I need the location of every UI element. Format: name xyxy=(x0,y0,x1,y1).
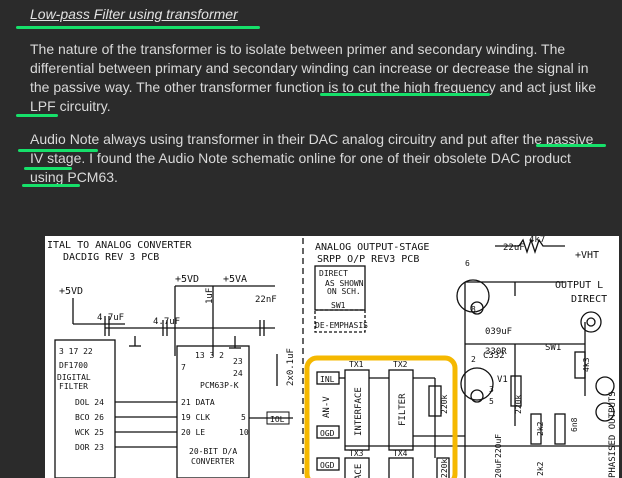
label-output-l: OUTPUT L xyxy=(555,280,603,291)
label-tx3: TX3 xyxy=(349,449,364,458)
label-digital: DIGITAL xyxy=(57,373,91,382)
label-df1700-pins: 3 17 22 xyxy=(59,347,93,356)
label-filter: FILTER xyxy=(398,393,408,426)
label-tx4: TX4 xyxy=(393,449,408,458)
section-heading: Low-pass Filter using transformer xyxy=(30,6,238,22)
label-emphasised-outputs: PHASISED OUTPUTS xyxy=(608,391,618,478)
label-20uf: 20uF xyxy=(494,459,503,478)
label-an-v: AN-V xyxy=(322,396,332,418)
label-5vd: +5VD xyxy=(59,286,83,297)
pin-dol: DOL 24 xyxy=(75,398,104,407)
pcm-pin-5: 5 xyxy=(241,413,246,422)
label-5vd-2: +5VD xyxy=(175,274,199,285)
iol-terminal xyxy=(266,411,290,425)
tube-pin-6: 6 xyxy=(465,259,470,268)
label-direct: DIRECT xyxy=(571,294,607,305)
schematic-image: ITAL TO ANALOG CONVERTER DACDIG REV 3 PC… xyxy=(45,236,619,478)
paragraph-transformer-nature: The nature of the transformer is to isol… xyxy=(30,41,597,114)
label-2k2-b: 2k2 xyxy=(536,461,545,476)
right-title-line2: SRPP O/P REV3 PCB xyxy=(317,254,419,265)
label-vht: +VHT xyxy=(575,250,599,261)
label-ogd: OGD xyxy=(320,429,335,438)
label-6n8: 6n8 xyxy=(570,417,579,432)
left-title-line2: DACDIG REV 3 PCB xyxy=(63,252,159,263)
label-4k3: 4k3 xyxy=(582,357,591,372)
label-ace: ACE xyxy=(354,464,364,478)
pcm-le: 20 LE xyxy=(181,428,205,437)
label-pcm63: PCM63P-K xyxy=(200,381,239,390)
label-tx2: TX2 xyxy=(393,360,408,369)
label-22uf: 22uF xyxy=(503,243,525,253)
label-5va: +5VA xyxy=(223,274,247,285)
pcm-desc-1: 20-BIT D/A xyxy=(189,447,237,456)
pin-dor: DOR 23 xyxy=(75,443,104,452)
tube-pin-8: 8 xyxy=(471,305,476,314)
label-iol: IOL xyxy=(270,415,285,424)
label-cap-47-1: 4.7uF xyxy=(97,313,124,323)
highlight-audio-note xyxy=(18,149,98,152)
right-title-line1: ANALOG OUTPUT-STAGE xyxy=(315,242,429,253)
label-tx1: TX1 xyxy=(349,360,364,369)
label-de-emphasis: DE-EMPHASIS xyxy=(315,321,368,330)
tube-pin-5: 5 xyxy=(489,397,494,406)
label-c332: C332 xyxy=(483,351,505,361)
label-cap-1uf: 1uF xyxy=(205,288,215,304)
pcm-pin-7: 7 xyxy=(181,363,186,372)
label-220k-b: 220k xyxy=(514,395,523,414)
pcm-pins: 13 3 2 xyxy=(195,351,224,360)
direct-box-3: ON SCH. xyxy=(327,287,361,296)
pcm-data: 21 DATA xyxy=(181,398,215,407)
label-v1: V1 xyxy=(497,375,508,385)
label-4k7: 4k7 xyxy=(529,236,545,245)
label-220uf: 220uF xyxy=(494,434,503,458)
label-330r: 330R xyxy=(485,347,507,357)
label-220k: 220k xyxy=(440,395,449,414)
highlight-passive-iv xyxy=(536,144,606,147)
pcm-pin-24: 24 xyxy=(233,369,243,378)
label-039uf: 039uF xyxy=(485,327,512,337)
highlight-stage xyxy=(24,167,72,170)
highlight-cut-high-frequency xyxy=(320,93,490,96)
label-cap-2x01: 2x0.1uF xyxy=(286,348,296,386)
label-cap-22nf: 22nF xyxy=(255,295,277,305)
label-cap-47-2: 4.7uF xyxy=(153,317,180,327)
label-2k2: 2k2 xyxy=(536,421,545,436)
tube-pin-2: 2 xyxy=(471,355,476,364)
pin-wck: WCK 25 xyxy=(75,428,104,437)
tube-pin-3: 3 xyxy=(489,385,494,394)
label-220k-c: 220k xyxy=(440,459,449,478)
label-sw1-b: SW1 xyxy=(545,343,561,353)
annotation-highlight-box xyxy=(304,355,458,478)
label-df1700: DF1700 xyxy=(59,361,88,370)
label-inl: INL xyxy=(320,375,335,384)
label-ogd-2: OGD xyxy=(320,461,335,470)
label-filter-chip: FILTER xyxy=(59,382,88,391)
direct-box-2: AS SHOWN xyxy=(325,279,364,288)
pcm-pin-23: 23 xyxy=(233,357,243,366)
label-sw1: SW1 xyxy=(331,301,346,310)
pin-bco: BCO 26 xyxy=(75,413,104,422)
direct-box-1: DIRECT xyxy=(319,269,348,278)
label-interface: INTERFACE xyxy=(354,387,364,436)
schematic-drawing: ITAL TO ANALOG CONVERTER DACDIG REV 3 PC… xyxy=(47,236,619,478)
paragraph-audio-note: Audio Note always using transformer in t… xyxy=(30,131,594,185)
pcm-pin-10: 10 xyxy=(239,428,249,437)
heading-highlight xyxy=(16,26,260,29)
pcm-clk: 19 CLK xyxy=(181,413,210,422)
highlight-lpf xyxy=(16,114,58,117)
highlight-pcm63 xyxy=(22,184,80,187)
left-title-line1: ITAL TO ANALOG CONVERTER xyxy=(47,240,192,251)
pcm-desc-2: CONVERTER xyxy=(191,457,235,466)
